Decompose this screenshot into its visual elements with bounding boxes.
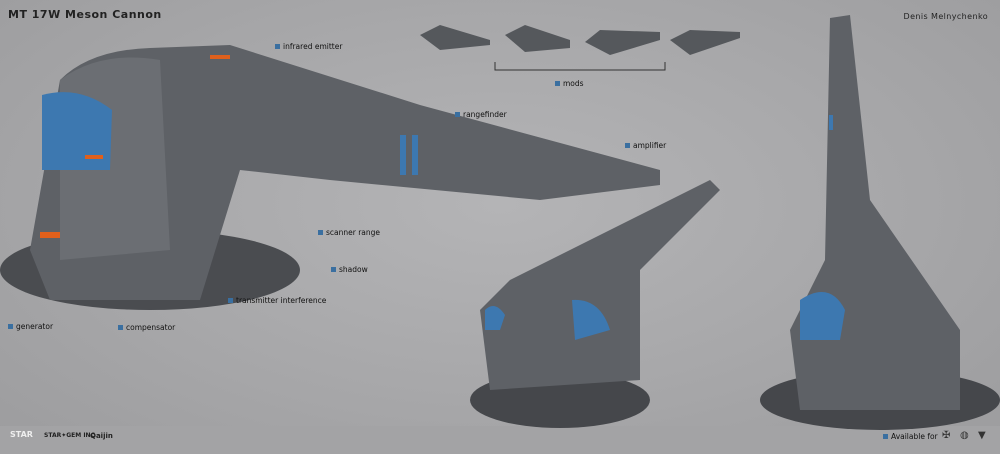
bullet-icon [8, 324, 13, 329]
side-cannon-render [760, 15, 1000, 430]
bullet-icon [555, 81, 560, 86]
bullet-icon [455, 112, 460, 117]
callout-amplifier: amplifier [625, 141, 666, 150]
author-name: Denis Melnychenko [903, 12, 988, 21]
globe-emblem-icon: ◍ [960, 430, 969, 441]
stargem-logo: STAR✦GEM INC [44, 432, 95, 439]
bullet-icon [883, 434, 888, 439]
callout-generator: generator [8, 322, 53, 331]
callout-infrared-emitter: infrared emitter [275, 42, 342, 51]
available-for-label: Available for [883, 432, 938, 441]
bullet-icon [228, 298, 233, 303]
bullet-icon [331, 267, 336, 272]
bullet-icon [625, 143, 630, 148]
main-cannon-render [0, 45, 660, 310]
page-title: MT 17W Meson Cannon [8, 8, 162, 21]
callout-compensator: compensator [118, 323, 175, 332]
front-cannon-render [470, 180, 720, 428]
star-logo: STAR [10, 430, 33, 439]
winged-emblem-icon: ✠ [942, 430, 951, 441]
bullet-icon [275, 44, 280, 49]
mods-thumbnails [420, 25, 740, 71]
footer-band [0, 426, 1000, 454]
bullet-icon [318, 230, 323, 235]
callout-scanner-range: scanner range [318, 228, 380, 237]
bird-emblem-icon: ▼ [978, 430, 986, 441]
callout-transmitter-interference: transmitter interference [228, 296, 326, 305]
callout-shadow: shadow [331, 265, 368, 274]
qaijin-logo: Qaijin [90, 432, 113, 440]
bullet-icon [118, 325, 123, 330]
callout-rangefinder: rangefinder [455, 110, 507, 119]
callout-mods: mods [555, 79, 584, 88]
